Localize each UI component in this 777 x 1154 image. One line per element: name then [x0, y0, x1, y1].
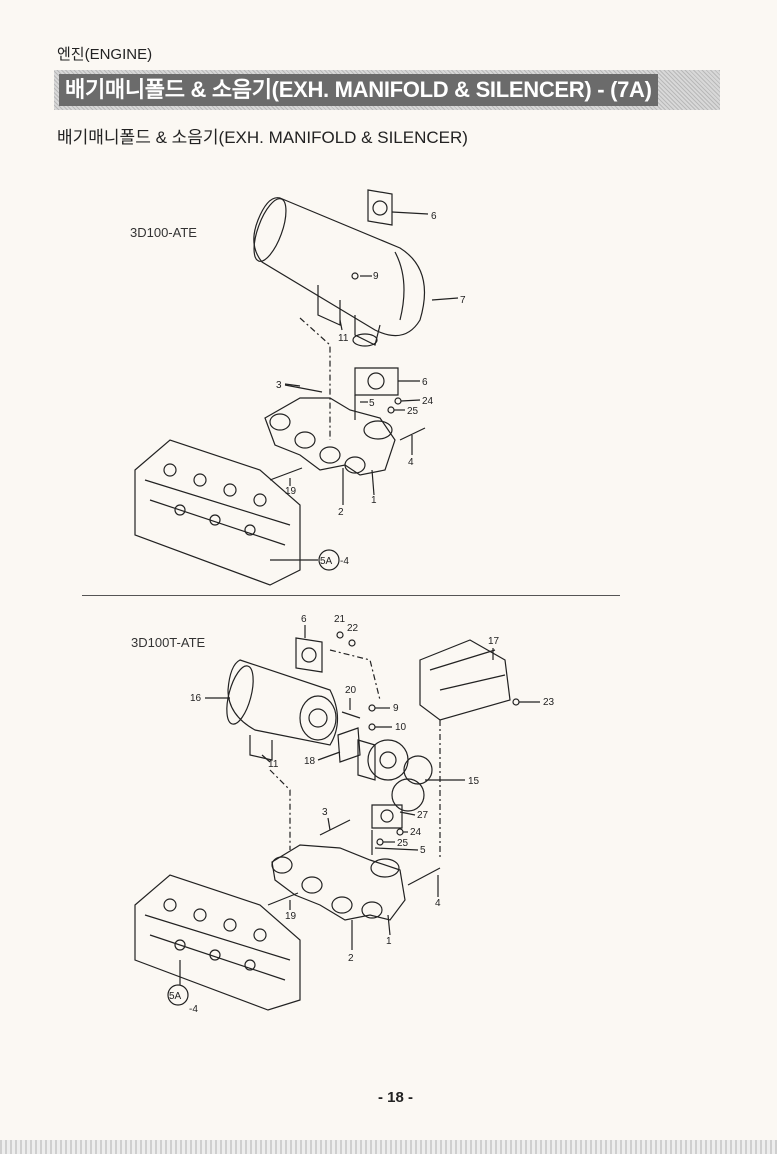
gasket-bottom-6: [295, 637, 323, 673]
callout-b24: 24: [410, 827, 422, 838]
callout-ref-bottom: 5A: [169, 991, 182, 1002]
callout-b23: 23: [543, 697, 555, 708]
callout-b5: 5: [420, 845, 426, 856]
stud-19-top: [269, 467, 303, 481]
callout-19: 19: [285, 486, 297, 497]
callout-b4: 4: [435, 898, 441, 909]
stud-19-bottom: [267, 892, 299, 906]
nut-24-top: [394, 397, 402, 405]
callout-b3: 3: [322, 807, 328, 818]
callout-ref-suffix-bottom: -4: [189, 1004, 198, 1015]
callout-b20: 20: [345, 685, 357, 696]
cylinder-head-top: [134, 439, 301, 586]
turbocharger-15: [357, 739, 433, 812]
callout-9: 9: [373, 271, 379, 282]
ref-circle-top: [318, 549, 340, 571]
callout-b18: 18: [304, 756, 316, 767]
section-divider: [82, 595, 620, 596]
callout-b25: 25: [397, 838, 409, 849]
callout-b1: 1: [386, 936, 392, 947]
ref-circle-bottom: [167, 984, 189, 1006]
exhaust-manifold-bottom: [271, 844, 406, 921]
callout-b15: 15: [468, 776, 480, 787]
callout-b17: 17: [488, 636, 500, 647]
callout-ref-suffix-top: -4: [340, 556, 349, 567]
callout-4: 4: [408, 457, 414, 468]
bolt-3-bottom: [319, 819, 351, 836]
callout-25: 25: [407, 406, 419, 417]
bolt-23: [512, 698, 520, 706]
gasket-18: [337, 727, 361, 763]
washer-25-top: [387, 406, 395, 414]
callout-6b: 6: [422, 377, 428, 388]
nut-22: [348, 639, 356, 647]
page-number: - 18 -: [378, 1089, 414, 1106]
callout-b22: 22: [347, 623, 359, 634]
stud-20: [341, 711, 361, 719]
callouts-top: 6 9 7 11 3 6 5 24 25 4 19 2 1 5A -4: [276, 211, 466, 571]
callout-b21: 21: [334, 614, 346, 625]
callout-11: 11: [338, 333, 349, 344]
gasket-top-6a: [367, 189, 393, 226]
callout-b10: 10: [395, 722, 407, 733]
callout-7: 7: [460, 295, 466, 306]
washer-25-bottom: [376, 838, 384, 846]
callout-b9: 9: [393, 703, 399, 714]
gasket-27: [371, 804, 403, 829]
nut-10: [368, 723, 376, 731]
section-label: 엔진(ENGINE): [57, 46, 153, 63]
bolt-21: [336, 631, 344, 639]
callout-6a: 6: [431, 211, 437, 222]
page-subtitle: 배기매니폴드 & 소음기(EXH. MANIFOLD & SILENCER): [57, 128, 468, 147]
gasket-top-6b: [354, 367, 399, 396]
callout-3: 3: [276, 380, 282, 391]
silencer-top: [253, 197, 426, 347]
callout-ref-top: 5A: [320, 556, 333, 567]
callout-2: 2: [338, 507, 344, 518]
model-label-bottom: 3D100T-ATE: [131, 635, 206, 650]
callout-b11: 11: [268, 759, 279, 770]
callouts-bottom: 6 21 22 17 16 20 9 23 10 11 18 15 3 27 2…: [167, 614, 555, 1015]
callout-1: 1: [371, 495, 377, 506]
silencer-bottom: [226, 659, 339, 761]
callout-b6: 6: [301, 614, 307, 625]
callout-b27: 27: [417, 810, 429, 821]
callout-5: 5: [369, 398, 375, 409]
bolt-3-top: [284, 384, 323, 393]
callout-b19: 19: [285, 911, 297, 922]
callout-b2: 2: [348, 953, 354, 964]
nut-24-bottom: [396, 828, 404, 836]
bolt-4-top: [399, 427, 426, 441]
scan-edge: [0, 1140, 777, 1154]
cylinder-head-bottom: [134, 874, 301, 1011]
leader-dash-top: [299, 317, 331, 440]
model-label-top: 3D100-ATE: [130, 225, 197, 240]
washer-9-top: [351, 272, 359, 280]
callout-24: 24: [422, 396, 434, 407]
bolt-4-bottom: [407, 867, 441, 886]
title-bar: 배기매니폴드 & 소음기(EXH. MANIFOLD & SILENCER) -…: [54, 70, 720, 110]
washer-9-bottom: [368, 704, 376, 712]
page-title: 배기매니폴드 & 소음기(EXH. MANIFOLD & SILENCER) -…: [59, 74, 658, 106]
heat-shield-17: [419, 639, 511, 721]
callout-b16: 16: [190, 693, 202, 704]
